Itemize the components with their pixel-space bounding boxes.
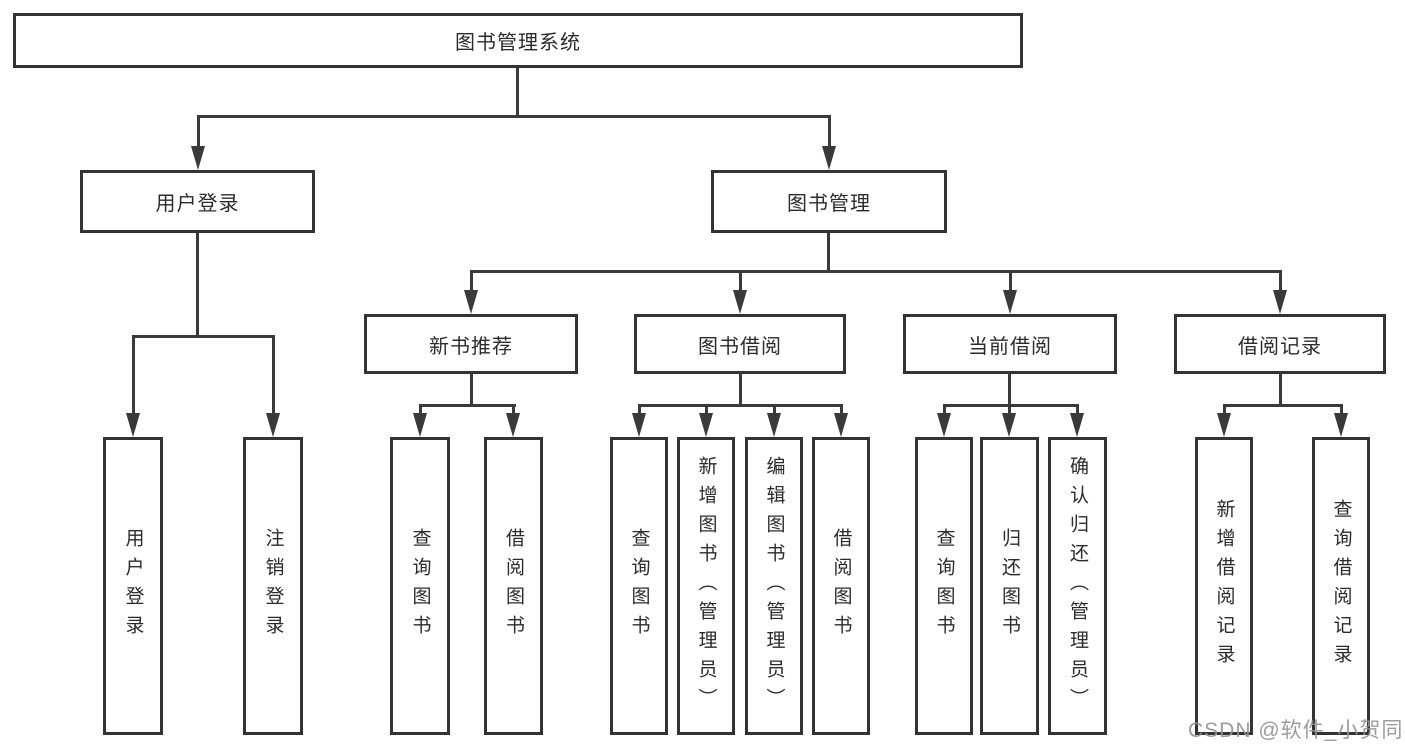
leaf-confirm-return-admin: 确认归还（管理员） — [1048, 437, 1107, 735]
connector-current-borrow-shaft — [1009, 270, 1012, 290]
connector-current-borrow-stem — [1008, 372, 1011, 407]
arrowhead-leaf — [413, 413, 427, 437]
connector-book-borrow-stem — [739, 372, 742, 407]
leaf-return-books-label: 归还图书 — [999, 528, 1020, 644]
node-borrow-records-label: 借阅记录 — [1238, 335, 1322, 358]
leaf-query-books-recommend: 查询图书 — [390, 437, 450, 735]
leaf-query-books-current: 查询图书 — [915, 437, 973, 735]
leaf-query-borrow-record: 查询借阅记录 — [1312, 437, 1370, 735]
node-user-login: 用户登录 — [80, 170, 315, 233]
connector-leaf-shaft — [1223, 404, 1226, 413]
connector-borrow-records-shaft — [1279, 270, 1282, 290]
connector-book-borrow-bar — [638, 404, 843, 407]
connector-leaf-login-shaft — [132, 335, 135, 413]
node-root: 图书管理系统 — [13, 13, 1023, 68]
leaf-add-borrow-record: 新增借阅记录 — [1195, 437, 1253, 735]
leaf-add-book-admin-label: 新增图书（管理员） — [695, 455, 717, 717]
arrowhead-leaf — [699, 413, 713, 437]
connector-user-login-shaft — [197, 115, 200, 146]
connector-borrow-records-stem — [1279, 372, 1282, 407]
arrowhead-leaf — [937, 413, 951, 437]
arrowhead-borrow-records — [1273, 290, 1287, 314]
arrowhead-leaf — [1070, 413, 1084, 437]
connector-root-stem — [516, 68, 519, 118]
connector-borrow-records-bar — [1223, 404, 1343, 407]
connector-root-bar — [197, 115, 831, 118]
arrowhead-leaf — [632, 413, 646, 437]
leaf-query-books-current-label: 查询图书 — [933, 528, 955, 644]
leaf-edit-book-admin: 编辑图书（管理员） — [745, 437, 803, 735]
connector-leaf-logout-shaft — [272, 335, 275, 413]
connector-book-mgmt-stem — [827, 233, 830, 273]
connector-leaf-shaft — [1008, 404, 1011, 413]
node-new-book-recommend-label: 新书推荐 — [429, 335, 513, 358]
arrowhead-current-borrow — [1003, 290, 1017, 314]
connector-leaf-shaft — [638, 404, 641, 413]
connector-book-borrow-shaft — [739, 270, 742, 290]
node-current-borrow-label: 当前借阅 — [968, 335, 1052, 358]
leaf-query-books-recommend-label: 查询图书 — [409, 528, 431, 644]
arrowhead-user-login — [191, 146, 205, 170]
arrowhead-leaf-login — [126, 413, 140, 437]
node-book-management: 图书管理 — [711, 170, 947, 233]
csdn-watermark: CSDN @软件_小贺同学 — [1188, 719, 1405, 742]
arrowhead-leaf — [1334, 413, 1348, 437]
node-root-label: 图书管理系统 — [455, 32, 581, 54]
leaf-return-books: 归还图书 — [980, 437, 1039, 735]
arrowhead-book-borrow — [733, 290, 747, 314]
connector-new-book-shaft — [470, 270, 473, 290]
connector-new-book-stem — [470, 372, 473, 407]
leaf-add-borrow-record-label: 新增借阅记录 — [1213, 499, 1235, 673]
node-user-login-label: 用户登录 — [155, 193, 240, 215]
leaf-confirm-return-admin-label: 确认归还（管理员） — [1067, 455, 1088, 717]
connector-leaf-shaft — [1076, 404, 1079, 413]
connector-leaf-shaft — [840, 404, 843, 413]
leaf-logout: 注销登录 — [243, 437, 303, 735]
connector-new-book-bar — [419, 404, 516, 407]
arrowhead-new-book — [464, 290, 478, 314]
leaf-borrow-books-recommend-label: 借阅图书 — [503, 528, 524, 644]
connector-user-login-stem — [196, 233, 199, 338]
arrowhead-leaf — [1217, 413, 1231, 437]
connector-leaf-shaft — [705, 404, 708, 413]
leaf-query-books-borrow: 查询图书 — [610, 437, 668, 735]
connector-book-mgmt-shaft — [828, 115, 831, 146]
arrowhead-leaf — [506, 413, 520, 437]
arrowhead-book-mgmt — [822, 146, 836, 170]
connector-leaf-shaft — [773, 404, 776, 413]
node-book-management-label: 图书管理 — [787, 193, 871, 215]
leaf-query-borrow-record-label: 查询借阅记录 — [1330, 499, 1352, 673]
leaf-user-login-label: 用户登录 — [122, 528, 144, 644]
connector-current-borrow-bar — [943, 404, 1079, 407]
node-new-book-recommend: 新书推荐 — [364, 314, 578, 374]
arrowhead-leaf — [767, 413, 781, 437]
arrowhead-leaf — [1002, 413, 1016, 437]
node-borrow-records: 借阅记录 — [1174, 314, 1386, 374]
leaf-borrow-books-recommend: 借阅图书 — [484, 437, 543, 735]
connector-leaf-shaft — [419, 404, 422, 413]
node-book-borrow-label: 图书借阅 — [698, 335, 782, 358]
connector-leaf-shaft — [943, 404, 946, 413]
connector-leaf-shaft — [512, 404, 515, 413]
leaf-borrow-books: 借阅图书 — [812, 437, 870, 735]
node-current-borrow: 当前借阅 — [903, 314, 1117, 374]
connector-leaf-shaft — [1340, 404, 1343, 413]
leaf-edit-book-admin-label: 编辑图书（管理员） — [763, 455, 785, 717]
leaf-query-books-borrow-label: 查询图书 — [628, 528, 650, 644]
node-book-borrow: 图书借阅 — [634, 314, 846, 374]
connector-book-mgmt-bar — [470, 270, 1281, 273]
connector-user-login-bar — [132, 335, 275, 338]
leaf-logout-label: 注销登录 — [262, 528, 284, 644]
arrowhead-leaf — [834, 413, 848, 437]
leaf-borrow-books-label: 借阅图书 — [830, 528, 852, 644]
leaf-add-book-admin: 新增图书（管理员） — [677, 437, 735, 735]
leaf-user-login: 用户登录 — [103, 437, 163, 735]
arrowhead-leaf-logout — [266, 413, 280, 437]
